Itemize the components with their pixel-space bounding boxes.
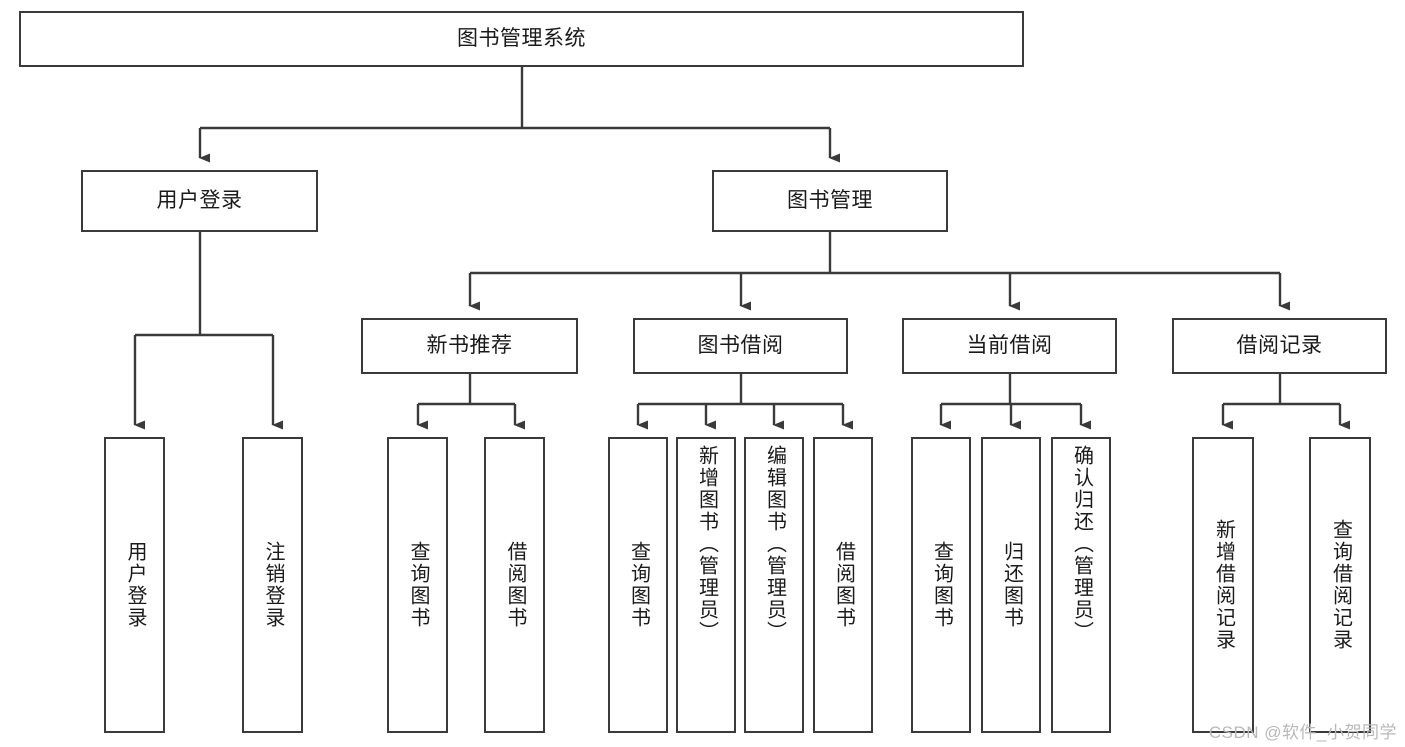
node-label: 查询图书	[627, 541, 650, 629]
node-label: 确认归还（管理员）	[1070, 445, 1093, 643]
node-borrow-record[interactable]: 借阅记录	[1172, 318, 1387, 374]
node-leaf-rec-borrow[interactable]: 借阅图书	[484, 437, 545, 733]
node-leaf-user-login[interactable]: 用户登录	[104, 437, 165, 733]
node-label: 编辑图书（管理员）	[763, 445, 786, 643]
node-label: 新增借阅记录	[1212, 519, 1235, 651]
node-label: 借阅图书	[504, 541, 526, 629]
node-label: 注销登录	[262, 541, 284, 629]
node-leaf-bb-add[interactable]: 新增图书（管理员）	[676, 437, 736, 733]
node-label: 图书管理	[787, 189, 873, 213]
node-user-login[interactable]: 用户登录	[81, 170, 318, 232]
node-book-manage[interactable]: 图书管理	[712, 170, 948, 232]
node-leaf-bb-edit[interactable]: 编辑图书（管理员）	[744, 437, 804, 733]
node-label: 查询图书	[407, 541, 429, 629]
node-label: 借阅记录	[1236, 334, 1323, 358]
node-book-borrow[interactable]: 图书借阅	[633, 318, 848, 374]
node-root[interactable]: 图书管理系统	[19, 11, 1024, 67]
node-leaf-bb-borrow[interactable]: 借阅图书	[813, 437, 873, 733]
node-label: 借阅图书	[832, 541, 855, 629]
node-label: 用户登录	[156, 189, 243, 213]
node-label: 图书借阅	[697, 334, 784, 358]
node-label: 用户登录	[124, 541, 146, 629]
watermark: CSDN @软件_小贺同学	[1208, 723, 1397, 742]
node-leaf-cb-return[interactable]: 归还图书	[981, 437, 1041, 733]
node-label: 查询图书	[930, 541, 953, 629]
node-leaf-bb-query[interactable]: 查询图书	[608, 437, 668, 733]
node-label: 归还图书	[1000, 541, 1023, 629]
node-new-book-rec[interactable]: 新书推荐	[361, 318, 578, 374]
node-label: 新增图书（管理员）	[695, 445, 718, 643]
node-label: 查询借阅记录	[1329, 519, 1352, 651]
node-leaf-cb-query[interactable]: 查询图书	[911, 437, 971, 733]
node-current-borrow[interactable]: 当前借阅	[902, 318, 1117, 374]
node-leaf-br-add[interactable]: 新增借阅记录	[1192, 437, 1254, 733]
node-leaf-rec-query[interactable]: 查询图书	[387, 437, 448, 733]
node-label: 当前借阅	[966, 334, 1053, 358]
node-leaf-br-query[interactable]: 查询借阅记录	[1309, 437, 1371, 733]
node-label: 新书推荐	[426, 334, 513, 358]
node-label: 图书管理系统	[457, 27, 586, 51]
node-leaf-cb-confirm[interactable]: 确认归还（管理员）	[1051, 437, 1111, 733]
node-leaf-user-logout[interactable]: 注销登录	[242, 437, 303, 733]
